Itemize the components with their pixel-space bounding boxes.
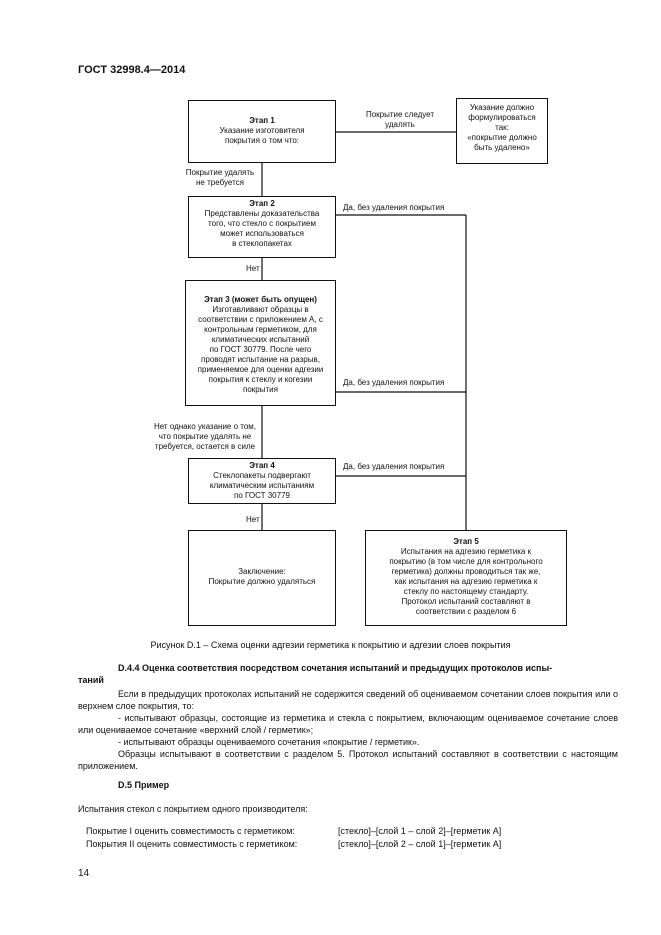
figure-caption: Рисунок D.1 – Схема оценки адгезии герме… [150,640,511,650]
stage-1-note-text: Указание должно формулироваться так: «по… [467,103,537,152]
document-header: ГОСТ 32998.4—2014 [78,64,186,76]
stage-5-box: Этап 5 Испытания на адгезию герметика к … [365,530,567,626]
stage-4-down-label: Нет [246,515,260,524]
stage-4-text: Стеклопакеты подвергают климатическим ис… [209,471,315,500]
section-d44-item1: - испытывают образцы, состоящие из герме… [78,713,618,735]
section-d44-para1: Если в предыдущих протоколах испытаний н… [78,689,618,711]
stage-3-down-label: Нет однако указание о том, что покрытие … [153,422,257,451]
section-d44-heading: D.4.4 Оценка соответствия посредством со… [118,663,553,673]
page-number: 14 [78,868,90,879]
example-row-1-label: Покрытие I оценить совместимость с герме… [86,826,295,836]
flowchart-connectors [261,131,467,530]
stage-2-text: Представлены доказательства того, что ст… [204,209,320,248]
section-d44-item2: - испытывают образцы оцениваемого сочета… [118,737,420,747]
example-row-1-value: [стекло]–[слой 1 – слой 2]–[герметик А] [338,826,502,836]
example-row-2-value: [стекло]–[слой 2 – слой 1]–[герметик А] [338,839,502,849]
stage-3-right-label: Да, без удаления покрытия [343,378,445,387]
stage-3-text: Изготавливают образцы в соответствии с п… [197,305,324,394]
stage-5-text: Испытания на адгезию герметика к покрыти… [389,547,543,616]
stage-2-right-label: Да, без удаления покрытия [343,203,445,212]
stage-1-title: Этап 1 [249,116,275,125]
stage-1-down-label: Покрытие удалять не требуется [185,168,255,187]
stage-4-box: Этап 4 Стеклопакеты подвергают климатиче… [188,458,336,504]
stage-4-right-label: Да, без удаления покрытия [343,462,445,471]
conclusion-text: Заключение: Покрытие должно удаляться [208,567,316,586]
example-row-2-label: Покрытия II оценить совместимость с герм… [86,839,298,849]
stage-3-box: Этап 3 (может быть опущен) Изготавливают… [185,280,336,406]
conclusion-box: Заключение: Покрытие должно удаляться [188,530,336,626]
section-d44-heading-cont: таний [78,675,104,685]
section-d44-para2: Образцы испытывают в соответствии с разд… [78,749,618,771]
stage-2-title: Этап 2 [249,199,275,208]
stage-3-title: Этап 3 (может быть опущен) [204,295,317,304]
stage-5-title: Этап 5 [453,537,479,546]
section-d5-heading: D.5 Пример [118,780,170,790]
stage-1-note-box: Указание должно формулироваться так: «по… [456,98,548,164]
stage-1-box: Этап 1 Указание изготовителя покрытия о … [188,100,336,163]
stage-2-box: Этап 2 Представлены доказательства того,… [188,196,336,258]
stage-1-right-label: Покрытие следует удалять [365,110,435,129]
stage-2-down-label: Нет [246,264,260,273]
stage-4-title: Этап 4 [249,461,275,470]
section-d5-intro: Испытания стекол с покрытием одного прои… [78,804,308,814]
stage-1-text: Указание изготовителя покрытия о том что… [219,126,305,145]
